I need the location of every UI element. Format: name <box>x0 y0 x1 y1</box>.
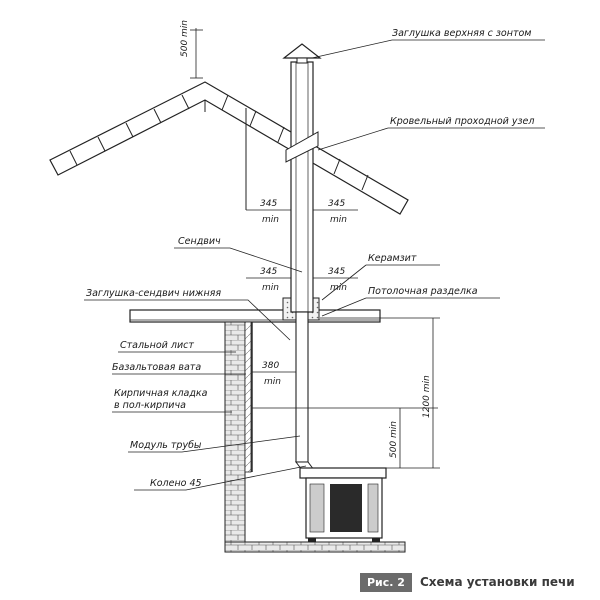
dim-pipe-to-wall: 500 min <box>389 421 399 458</box>
label-top-cap: Заглушка верхняя с зонтом <box>392 28 531 39</box>
label-basalt: Базальтовая вата <box>112 362 201 373</box>
label-sandwich: Сендвич <box>178 236 221 247</box>
figure-caption: Рис. 2 Схема установки печи <box>360 572 575 592</box>
label-elbow: Колено 45 <box>150 478 202 489</box>
chimney-sandwich-pipe <box>290 61 314 313</box>
figure-title: Схема установки печи <box>419 575 575 589</box>
label-pipe-module: Модуль трубы <box>130 440 202 451</box>
ceiling-slab <box>129 297 381 323</box>
floor <box>224 541 406 553</box>
label-brick-1: Кирпичная кладка <box>114 388 208 399</box>
label-bottom-cap: Заглушка-сендвич нижняя <box>86 288 221 299</box>
brick-wall <box>224 321 253 543</box>
dim-roof-left-min: min <box>262 215 279 225</box>
dim-ceiling-left: 345 <box>260 267 277 277</box>
label-keramzit: Керамзит <box>368 253 417 264</box>
dim-stove-to-ceiling: 1200 min <box>422 375 432 418</box>
label-steel-sheet: Стальной лист <box>120 340 194 351</box>
label-roof-node: Кровельный проходной узел <box>390 116 534 127</box>
dim-ceiling-right-min: min <box>330 283 347 293</box>
dim-wall-gap-min: min <box>264 377 281 387</box>
dim-ceiling-left-min: min <box>262 283 279 293</box>
dim-ceiling-right: 345 <box>328 267 345 277</box>
roof-pass-node <box>285 131 319 163</box>
label-brick-2: в пол-кирпича <box>114 400 186 411</box>
dim-wall-gap: 380 <box>262 361 279 371</box>
dim-roof-right-min: min <box>330 215 347 225</box>
figure-number: Рис. 2 <box>360 572 412 592</box>
dimension-lines <box>190 28 440 469</box>
top-cap-with-umbrella <box>282 43 322 64</box>
roof <box>49 81 409 215</box>
dim-roof-left: 345 <box>260 199 277 209</box>
single-wall-pipe <box>295 311 315 471</box>
label-ceiling-cut: Потолочная разделка <box>368 286 478 297</box>
stove <box>299 467 387 542</box>
dim-above-roof: 500 min <box>180 20 190 57</box>
dim-roof-right: 345 <box>328 199 345 209</box>
leader-lines <box>84 39 545 491</box>
